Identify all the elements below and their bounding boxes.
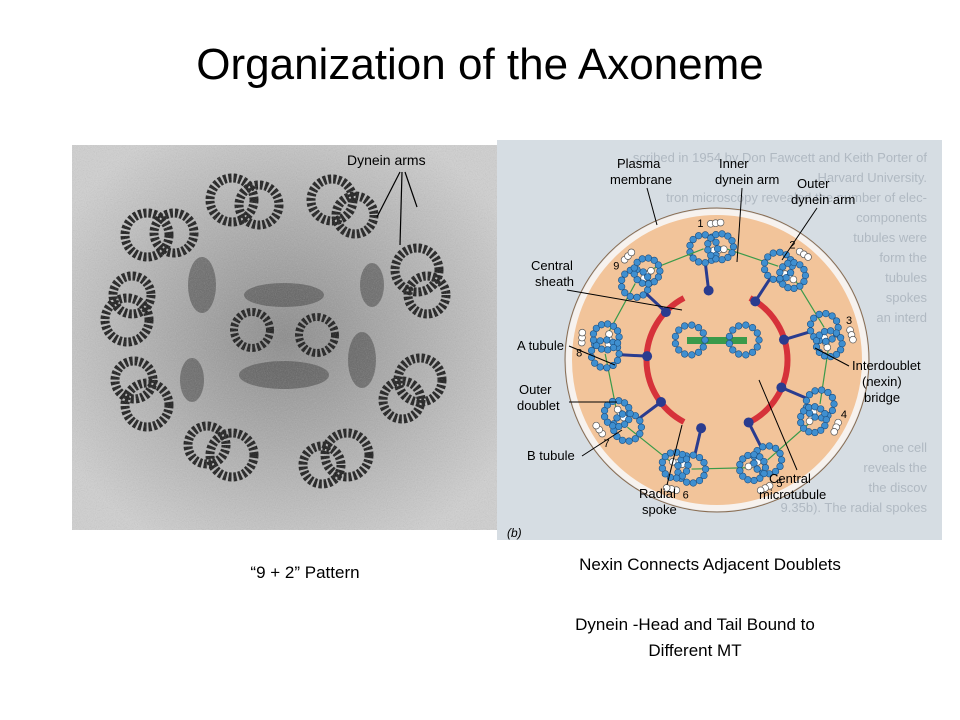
svg-text:scribed in 1954 by Don Fawcett: scribed in 1954 by Don Fawcett and Keith… xyxy=(633,150,927,165)
nexin-bridge xyxy=(819,343,830,405)
central-bridge xyxy=(687,337,747,344)
b-tubule xyxy=(776,258,810,292)
outer-dynein-arm xyxy=(706,218,725,228)
svg-text:one cell: one cell xyxy=(882,440,927,455)
outer-dynein-arm xyxy=(620,248,636,264)
spoke-head xyxy=(696,423,707,434)
label-outer-dynein-1: Outer xyxy=(797,176,830,191)
micrograph-image: Dynein arms xyxy=(72,145,497,530)
label-panel-b: (b) xyxy=(507,526,522,540)
spoke-head xyxy=(642,351,653,362)
label-radial-spoke-1: Radial xyxy=(639,486,676,501)
b-tubule xyxy=(736,451,770,485)
b-tubule xyxy=(589,320,623,354)
caption-dynein-line-1: Dynein -Head and Tail Bound to xyxy=(575,615,815,634)
doublet-number: 5 xyxy=(776,478,782,490)
svg-text:an interd: an interd xyxy=(876,310,927,325)
label-central-sheath-2: sheath xyxy=(535,274,574,289)
outer-dynein-arm xyxy=(846,326,857,344)
label-interdoublet-1: Interdoublet xyxy=(852,358,921,373)
svg-text:spokes: spokes xyxy=(886,290,928,305)
svg-text:tubules were: tubules were xyxy=(853,230,927,245)
label-inner-dynein-1: Inner xyxy=(719,156,749,171)
spoke-head xyxy=(750,296,761,307)
svg-text:tubules: tubules xyxy=(885,270,927,285)
outer-dynein-arm xyxy=(756,482,774,495)
central-sheath-right xyxy=(748,295,791,425)
label-central-sheath-1: Central xyxy=(531,258,573,273)
doublet-number: 2 xyxy=(789,239,795,251)
label-b-tubule: B tubule xyxy=(527,448,575,463)
svg-text:9.35b). The radial spokes: 9.35b). The radial spokes xyxy=(781,500,928,515)
svg-text:components: components xyxy=(856,210,927,225)
label-plasma-membrane-1: Plasma xyxy=(617,156,661,171)
spoke-head xyxy=(703,285,714,296)
label-interdoublet-3: bridge xyxy=(864,390,900,405)
electron-micrograph: Dynein arms xyxy=(72,145,497,530)
label-inner-dynein-2: dynein arm xyxy=(715,172,779,187)
b-tubule xyxy=(797,403,830,437)
svg-text:the discov: the discov xyxy=(868,480,927,495)
spoke-head xyxy=(743,417,754,428)
doublet-number: 8 xyxy=(576,347,582,359)
doublet-number: 4 xyxy=(841,409,847,421)
label-outer-doublet-1: Outer xyxy=(519,382,552,397)
label-outer-doublet-2: doublet xyxy=(517,398,560,413)
label-a-tubule: A tubule xyxy=(517,338,564,353)
caption-nexin: Nexin Connects Adjacent Doublets xyxy=(579,555,841,574)
central-microtubule-right xyxy=(725,321,763,359)
label-central-mt-2: microtubule xyxy=(759,487,826,502)
svg-text:form the: form the xyxy=(879,250,927,265)
label-radial-spoke-2: spoke xyxy=(642,502,677,517)
doublet-number: 7 xyxy=(604,438,610,450)
spoke-head xyxy=(778,334,789,345)
b-tubule xyxy=(600,397,634,431)
outer-dynein-arm xyxy=(830,418,842,436)
outer-dynein-arm xyxy=(577,328,587,347)
label-central-mt-1: Central xyxy=(769,471,811,486)
b-tubule xyxy=(630,254,664,288)
caption-pattern: “9 + 2” Pattern xyxy=(250,563,360,582)
caption-dynein: Dynein -Head and Tail Bound to Different… xyxy=(510,612,880,664)
svg-text:Harvard University.: Harvard University. xyxy=(817,170,927,185)
b-tubule xyxy=(704,230,738,264)
spoke-head xyxy=(660,307,671,318)
outer-dynein-arm xyxy=(592,421,606,438)
label-plasma-membrane-2: membrane xyxy=(610,172,672,187)
caption-dynein-line-2: Different MT xyxy=(648,641,742,660)
svg-text:tron microscopy revealed the n: tron microscopy revealed the number of e… xyxy=(666,190,927,205)
central-microtubule-left xyxy=(671,321,709,359)
doublet-number: 9 xyxy=(613,261,619,273)
spoke-head xyxy=(656,397,667,408)
axoneme-schematic: scribed in 1954 by Don Fawcett and Keith… xyxy=(507,150,928,540)
doublet-number: 6 xyxy=(683,489,689,501)
outer-dynein-arm xyxy=(662,484,681,494)
spoke-head xyxy=(776,382,787,393)
doublet-number: 1 xyxy=(697,218,703,230)
nexin-bridge xyxy=(691,466,753,470)
doublet-number: 3 xyxy=(846,315,852,327)
svg-text:reveals the: reveals the xyxy=(863,460,927,475)
a-tubule xyxy=(802,386,838,422)
axoneme-diagram: scribed in 1954 by Don Fawcett and Keith… xyxy=(497,140,942,540)
b-tubule xyxy=(658,448,692,482)
label-interdoublet-2: (nexin) xyxy=(862,374,902,389)
label-outer-dynein-2: dynein arm xyxy=(791,192,855,207)
slide-title: Organization of the Axoneme xyxy=(196,40,764,89)
outer-dynein-arm xyxy=(795,247,812,261)
dynein-arms-label: Dynein arms xyxy=(347,152,426,168)
